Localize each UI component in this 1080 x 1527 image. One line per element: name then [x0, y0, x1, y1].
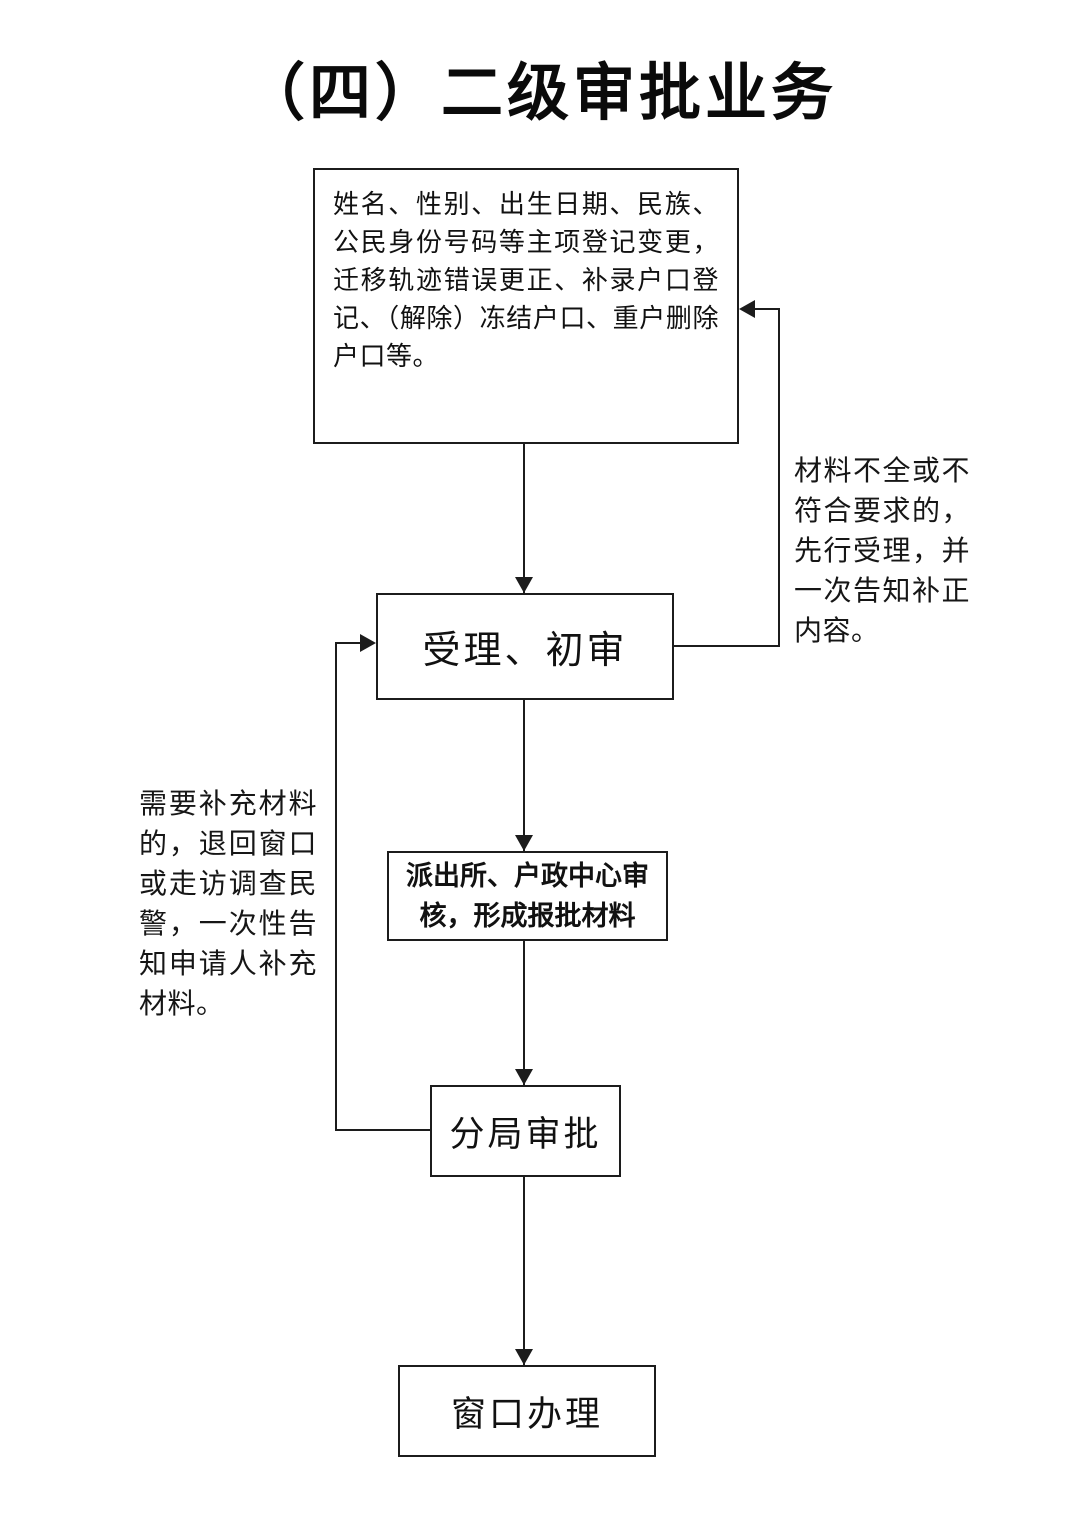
feedback-left-vertical-segment: [335, 642, 337, 1131]
accept-initial-review-text: 受理、初审: [422, 630, 628, 672]
arrow-right-icon: [360, 634, 376, 652]
feedback-right-vertical-segment: [778, 308, 780, 647]
window-handling-box: 窗口办理: [398, 1365, 656, 1457]
scope-description-text: 姓名、性别、出生日期、民族、公民身份号码等主项登记变更，迁移轨迹错误更正、补录户…: [333, 190, 719, 371]
window-handling-text: 窗口办理: [450, 1394, 603, 1434]
feedback-left-top-segment: [335, 642, 362, 644]
scope-description-box: 姓名、性别、出生日期、民族、公民身份号码等主项登记变更，迁移轨迹错误更正、补录户…: [313, 168, 739, 444]
accept-initial-review-box: 受理、初审: [376, 593, 674, 700]
arrow-down-icon: [515, 1349, 533, 1365]
branch-approval-box: 分局审批: [430, 1085, 621, 1177]
arrow-down-icon: [515, 577, 533, 593]
branch-approval-text: 分局审批: [449, 1114, 602, 1154]
note-incomplete-materials: 材料不全或不符合要求的，先行受理，并一次告知补正内容。: [794, 456, 970, 647]
page-title: （四）二级审批业务: [242, 59, 837, 128]
station-center-review-text: 派出所、户政中心审核，形成报批材料: [406, 861, 649, 931]
arrow-left-icon: [739, 300, 755, 318]
connector-review-to-branch: [523, 941, 525, 1085]
feedback-left-bottom-segment: [335, 1129, 430, 1131]
feedback-right-top-segment: [752, 308, 780, 310]
feedback-right-bottom-segment: [674, 645, 780, 647]
connector-accept-to-review: [523, 700, 525, 851]
arrow-down-icon: [515, 835, 533, 851]
connector-branch-to-window: [523, 1177, 525, 1365]
station-center-review-box: 派出所、户政中心审核，形成报批材料: [387, 851, 668, 941]
arrow-down-icon: [515, 1069, 533, 1085]
note-supplement-materials: 需要补充材料的，退回窗口或走访调查民警，一次性告知申请人补充材料。: [139, 789, 317, 1020]
connector-scope-to-accept: [523, 444, 525, 593]
